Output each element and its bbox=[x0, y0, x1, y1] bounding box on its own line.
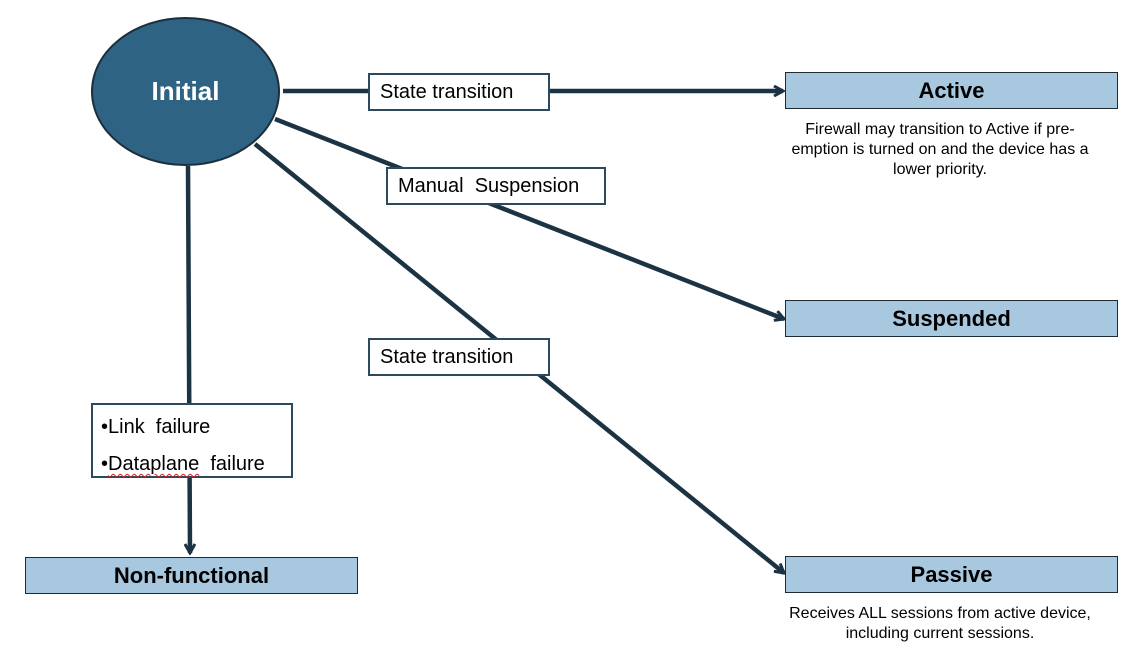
edge-label-manual-suspension: Manual Suspension bbox=[386, 167, 606, 205]
edge-label-state-transition-active: State transition bbox=[368, 73, 550, 111]
active-note-line-2: emption is turned on and the device has … bbox=[791, 141, 1089, 158]
passive-note: Receives ALL sessions from active device… bbox=[740, 604, 1131, 644]
failure-bullet: • bbox=[101, 453, 109, 475]
active-state-box: Active bbox=[785, 72, 1118, 109]
failure-item-dataplane: •Dataplane failure bbox=[101, 446, 291, 483]
passive-note-line-2: including current sessions. bbox=[845, 625, 1035, 642]
failure-item-link: •Link failure bbox=[101, 416, 211, 438]
active-note: Firewall may transition to Active if pre… bbox=[740, 120, 1131, 180]
active-note-line-3: lower priority. bbox=[893, 161, 987, 178]
passive-note-line-1: Receives ALL sessions from active device… bbox=[789, 605, 1091, 622]
dataplane-word: Dataplane bbox=[108, 453, 200, 475]
passive-state-box: Passive bbox=[785, 556, 1118, 593]
edge-initial-to-suspended bbox=[274, 116, 784, 319]
initial-state-node: Initial bbox=[91, 17, 280, 166]
suspended-state-box: Suspended bbox=[785, 300, 1118, 337]
failure-word: failure bbox=[199, 453, 265, 475]
edge-initial-to-non-functional bbox=[188, 165, 190, 553]
active-note-line-1: Firewall may transition to Active if pre… bbox=[805, 121, 1075, 138]
failure-conditions-box: •Link failure •Dataplane failure bbox=[91, 403, 293, 478]
non-functional-state-box: Non-functional bbox=[25, 557, 358, 594]
edge-label-state-transition-passive: State transition bbox=[368, 338, 550, 376]
